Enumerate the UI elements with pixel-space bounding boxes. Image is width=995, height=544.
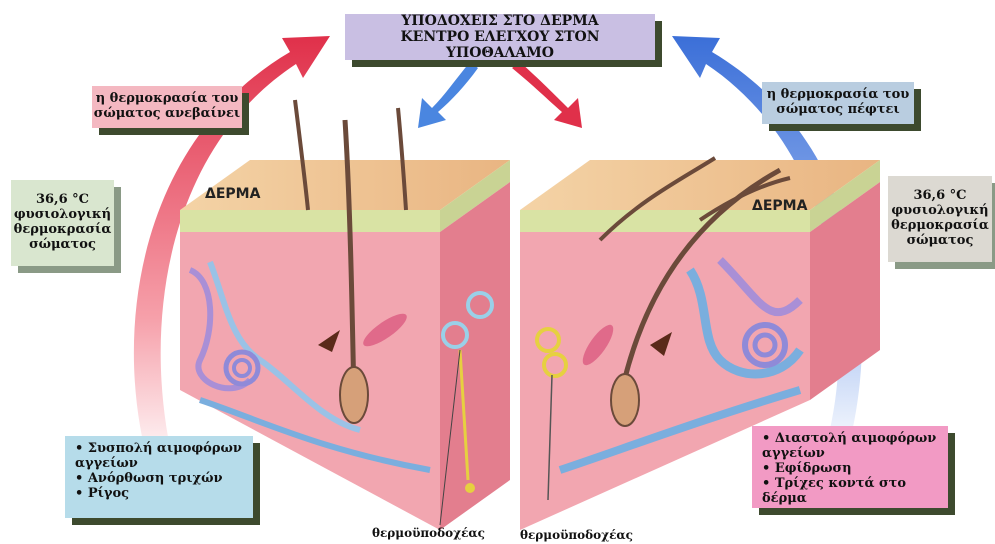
left-temp-line3: σώματος xyxy=(11,238,114,253)
right-temp-line3: σώματος xyxy=(888,234,992,249)
right-temp-line1: φυσιολογική xyxy=(888,204,992,219)
left-temp-line2: θερμοκρασία xyxy=(11,223,114,238)
right-temp-value: 36,6 °C xyxy=(888,189,992,204)
left-temp-value: 36,6 °C xyxy=(11,193,114,208)
list-item: Ανόρθωση τριχών xyxy=(75,472,243,487)
temperature-rises-line1: η θερμοκρασία του xyxy=(92,92,242,107)
control-center-line1: ΥΠΟΔΟΧΕΙΣ ΣΤΟ ΔΕΡΜΑ xyxy=(345,13,655,29)
control-center-box: ΥΠΟΔΟΧΕΙΣ ΣΤΟ ΔΕΡΜΑ ΚΕΝΤΡΟ ΕΛΕΓΧΟΥ ΣΤΟΝ … xyxy=(345,14,655,60)
temperature-rises-box: η θερμοκρασία του σώματος ανεβαίνει xyxy=(92,86,242,128)
left-skin-label: ΔΕΡΜΑ xyxy=(205,186,260,202)
right-temp-line2: θερμοκρασία xyxy=(888,219,992,234)
left-thermoreceptor-label: θερμοϋποδοχέας xyxy=(372,526,485,540)
temperature-falls-line1: η θερμοκρασία του xyxy=(762,88,914,103)
cold-response-list: Διαστολή αιμοφόρων αγγείων Εφίδρωση Τρίχ… xyxy=(752,426,948,508)
list-item: Διαστολή αιμοφόρων αγγείων xyxy=(762,432,938,462)
list-item: Ρίγος xyxy=(75,487,243,502)
control-center-line2: ΚΕΝΤΡΟ ΕΛΕΓΧΟΥ ΣΤΟΝ ΥΠΟΘΑΛΑΜΟ xyxy=(345,29,655,61)
left-normal-temperature-box: 36,6 °C φυσιολογική θερμοκρασία σώματος xyxy=(11,180,114,266)
list-item: Τρίχες κοντά στο δέρμα xyxy=(762,477,938,507)
right-skin-label: ΔΕΡΜΑ xyxy=(752,198,807,214)
left-temp-line1: φυσιολογική xyxy=(11,208,114,223)
right-normal-temperature-box: 36,6 °C φυσιολογική θερμοκρασία σώματος xyxy=(888,176,992,262)
temperature-falls-line2: σώματος πέφτει xyxy=(762,103,914,118)
heat-response-list: Συσπολή αιμοφόρων αγγείων Ανόρθωση τριχώ… xyxy=(65,436,253,518)
temperature-falls-box: η θερμοκρασία του σώματος πέφτει xyxy=(762,82,914,124)
right-thermoreceptor-label: θερμοϋποδοχέας xyxy=(520,528,633,542)
blue-down-arrow xyxy=(418,62,478,128)
list-item: Συσπολή αιμοφόρων αγγείων xyxy=(75,442,243,472)
red-down-arrow xyxy=(512,62,582,128)
list-item: Εφίδρωση xyxy=(762,462,938,477)
temperature-rises-line2: σώματος ανεβαίνει xyxy=(92,107,242,122)
